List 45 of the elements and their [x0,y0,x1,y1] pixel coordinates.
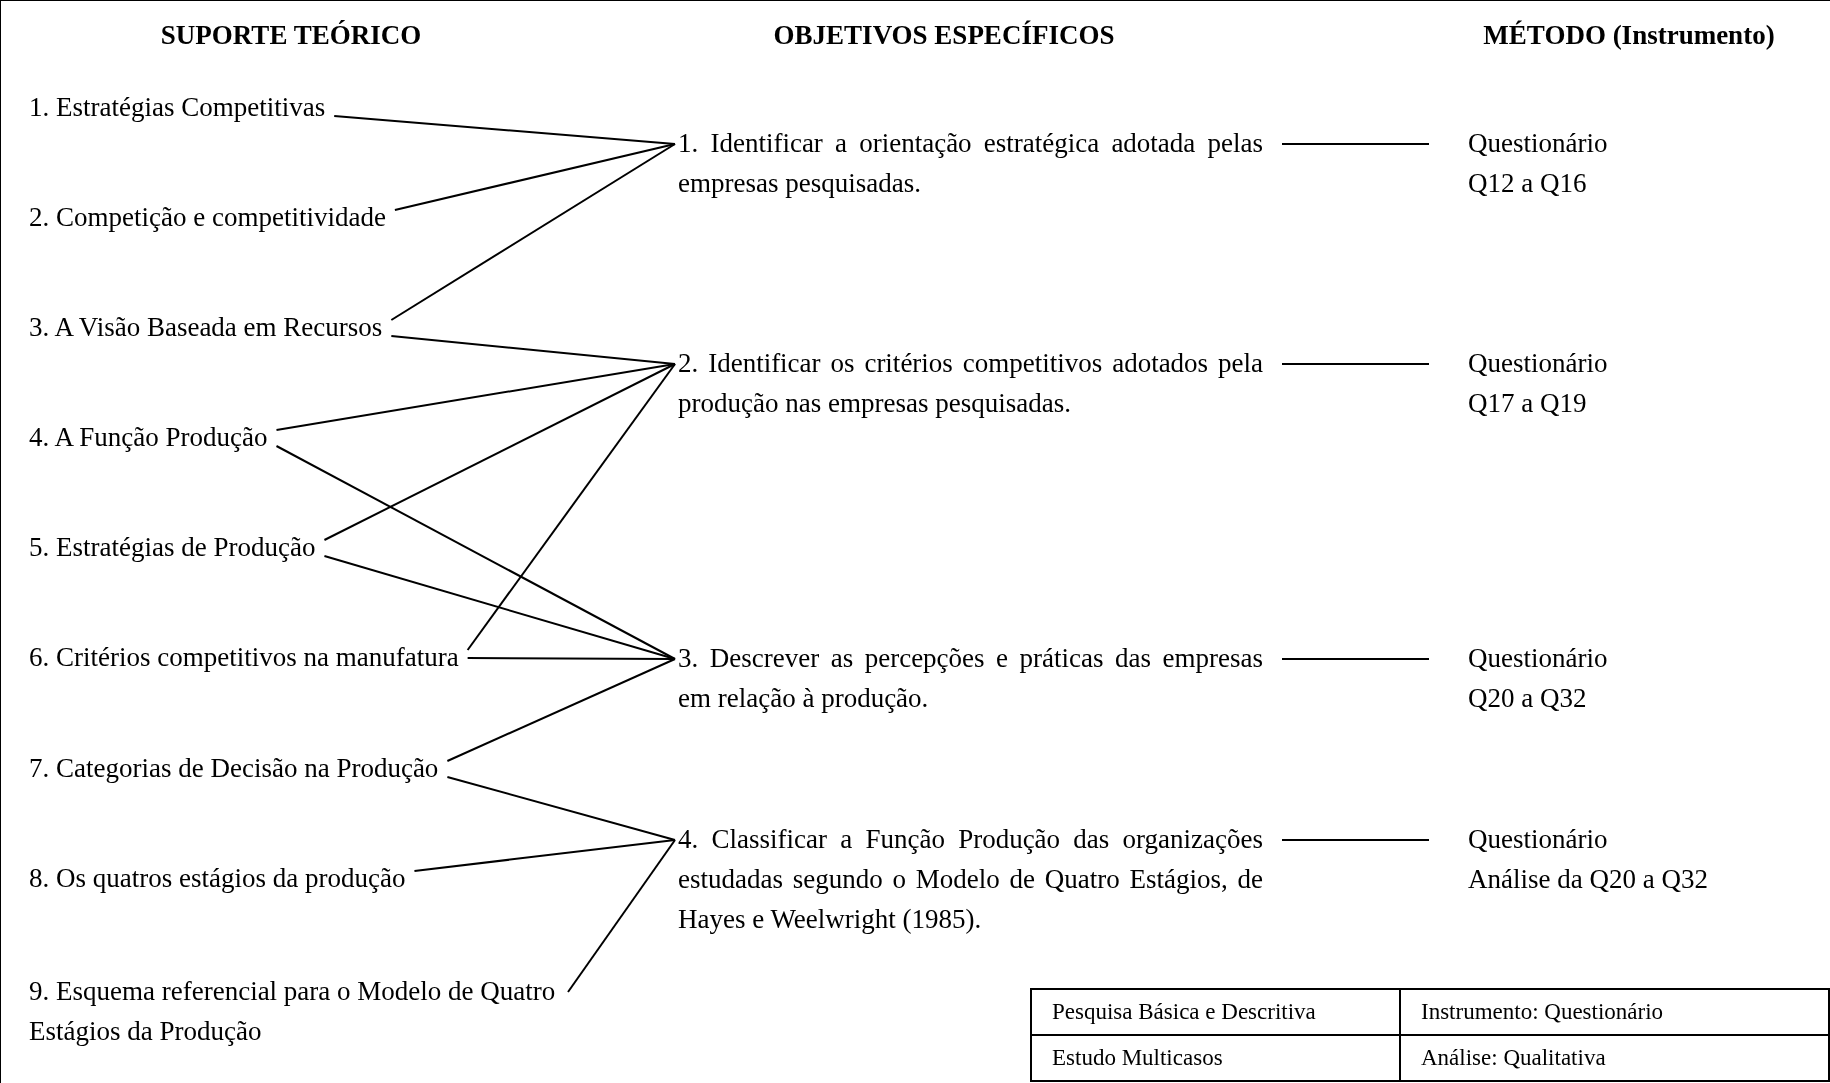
table-cell: Instrumento: Questionário [1401,990,1828,1036]
connector-line [275,445,676,660]
connector-line [275,363,676,431]
topic-text: 7. Categorias de Decisão na Produção [29,752,439,785]
objective-text: 2. Identificar os critérios competitivos adotados pela produção nas empresas pesquisadas. [678,347,1263,420]
connector-line [1281,143,1430,145]
objective-text: 1. Identificar a orientação estratégica adotada pelas empresas pesquisadas. [678,127,1263,200]
table-cell: Pesquisa Básica e Descritiva [1032,990,1401,1036]
method-text: Análise da Q20 a Q32 [1468,863,1708,896]
connector-line [567,839,676,993]
table-cell-text: Análise: Qualitativa [1420,1044,1607,1072]
objective-text: 3. Descrever as percepções e práticas das empresas em relação à produção. [678,642,1263,715]
topic-text: 3. A Visão Baseada em Recursos [29,311,383,344]
table-cell: Estudo Multicasos [1032,1036,1401,1080]
method-text: Questionário [1468,127,1608,160]
connector-line [466,363,676,651]
column-heading: MÉTODO (Instrumento) [1483,19,1775,52]
topic-text: 5. Estratégias de Produção [29,531,316,564]
connector-line [333,115,676,145]
connector-line [1281,658,1430,660]
connector-line [413,839,676,872]
topic-text: 2. Competição e competitividade [29,201,386,234]
topic-text: 4. A Função Produção [29,421,268,454]
connector-line [446,776,676,841]
connector-line [393,143,676,211]
topic-text: 9. Esquema referencial para o Modelo de Quatro Estágios da Produção [29,975,557,1048]
connector-line [446,658,676,762]
method-text: Q12 a Q16 [1468,167,1587,200]
method-text: Questionário [1468,823,1608,856]
column-heading: OBJETIVOS ESPECÍFICOS [773,19,1115,52]
connector-line [323,363,676,541]
method-text: Questionário [1468,642,1608,675]
method-text: Q17 a Q19 [1468,387,1587,420]
column-heading: SUPORTE TEÓRICO [160,19,422,52]
topic-text: 1. Estratégias Competitivas [29,91,326,124]
connector-line [390,143,676,321]
topic-text: 6. Critérios competitivos na manufatura [29,641,459,674]
objective-text: 4. Classificar a Função Produção das organizações estudadas segundo o Modelo de Quatro Estágios, de Hayes e Weelwright (1985). [678,823,1263,936]
connector-line [323,555,676,660]
method-text: Q20 a Q32 [1468,682,1587,715]
connector-line [466,657,676,660]
method-text: Questionário [1468,347,1608,380]
topic-text: 8. Os quatros estágios da produção [29,862,406,895]
connector-line [1281,839,1430,841]
connector-line [1281,363,1430,365]
